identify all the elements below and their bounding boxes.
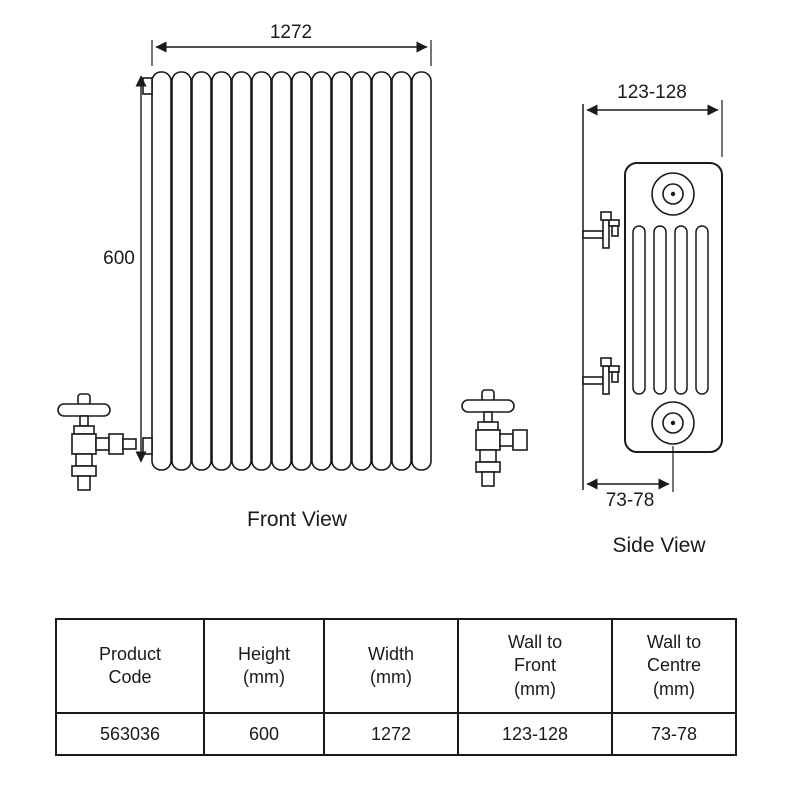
front-columns bbox=[151, 71, 432, 471]
spec-header-height: Height (mm) bbox=[203, 618, 325, 714]
wall-bracket-bottom bbox=[582, 357, 620, 395]
spec-value-height: 600 bbox=[203, 712, 325, 756]
spec-value-wall-to-front: 123-128 bbox=[457, 712, 613, 756]
front-height-value: 600 bbox=[103, 248, 135, 269]
wall-bracket-top bbox=[582, 211, 620, 249]
front-width-value: 1272 bbox=[270, 22, 312, 43]
wall-to-front-value: 123-128 bbox=[617, 82, 687, 103]
front-top-left-cap bbox=[142, 77, 153, 95]
front-view-label: Front View bbox=[247, 508, 348, 531]
wall-to-centre-dimension: 73-78 bbox=[586, 446, 674, 511]
front-valve-icon bbox=[57, 393, 137, 491]
side-view-drawing: 123-128 73-78 Side View bbox=[461, 82, 723, 557]
wall-to-centre-value: 73-78 bbox=[606, 490, 655, 511]
spec-table: Product Code Height (mm) Width (mm) Wall… bbox=[55, 618, 737, 756]
spec-header-product-code: Product Code bbox=[55, 618, 205, 714]
side-column-slots bbox=[632, 225, 709, 395]
front-width-dimension: 1272 bbox=[151, 22, 432, 66]
front-bottom-left-cap bbox=[142, 437, 153, 455]
front-view-drawing: 1272 600 Front View bbox=[57, 22, 432, 531]
side-bottom-port bbox=[651, 401, 695, 445]
spec-header-row: Product Code Height (mm) Width (mm) Wall… bbox=[55, 618, 737, 714]
side-valve-icon bbox=[461, 389, 528, 487]
side-top-port bbox=[651, 172, 695, 216]
spec-value-wall-to-centre: 73-78 bbox=[611, 712, 737, 756]
spec-value-product-code: 563036 bbox=[55, 712, 205, 756]
side-view-label: Side View bbox=[612, 534, 706, 557]
spec-value-width: 1272 bbox=[323, 712, 459, 756]
spec-header-wall-to-front: Wall to Front (mm) bbox=[457, 618, 613, 714]
spec-header-width: Width (mm) bbox=[323, 618, 459, 714]
technical-drawing: 1272 600 Front View bbox=[57, 22, 723, 557]
spec-value-row: 563036 600 1272 123-128 73-78 bbox=[55, 712, 737, 756]
front-height-dimension: 600 bbox=[103, 75, 147, 463]
spec-header-wall-to-centre: Wall to Centre (mm) bbox=[611, 618, 737, 714]
wall-to-front-dimension: 123-128 bbox=[586, 82, 723, 157]
